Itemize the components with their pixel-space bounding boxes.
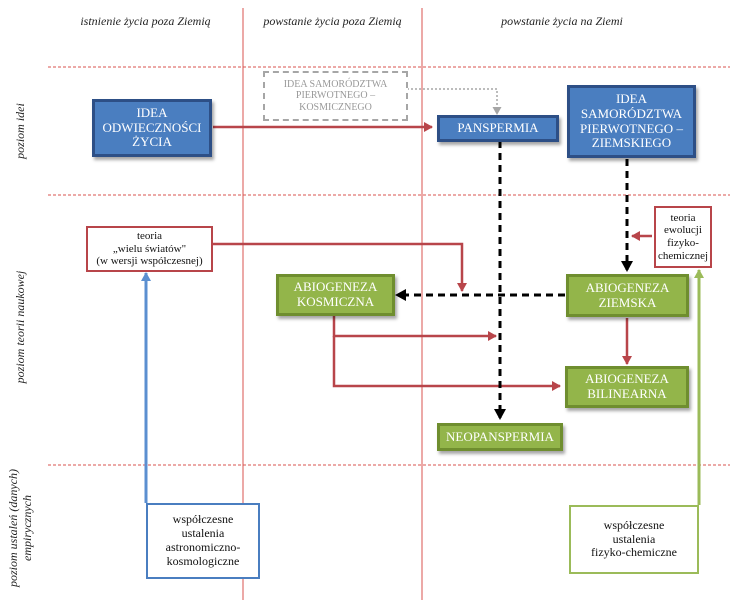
row-label-teorii: poziom teorii naukowej bbox=[13, 270, 27, 384]
arrow-kosmiczna-to-neo bbox=[332, 316, 497, 341]
column-header-2: powstanie życia poza Ziemią bbox=[263, 14, 402, 28]
column-header-1: istnienie życia poza Ziemią bbox=[80, 14, 211, 28]
box-neopanspermia: NEOPANSPERMIA bbox=[437, 423, 563, 451]
connector-ghost-to-panspermia bbox=[407, 88, 502, 115]
box-idea-kosmicznego: IDEA SAMORÓDZTWA PIERWOTNEGO – KOSMICZNE… bbox=[263, 71, 408, 121]
box-panspermia: PANSPERMIA bbox=[437, 115, 559, 142]
row-label-idei: poziom idei bbox=[13, 103, 27, 159]
box-idea-odwiecznosci: IDEA ODWIECZNOŚCI ŻYCIA bbox=[92, 99, 212, 157]
arrow-kosmiczna-to-bilinearna bbox=[332, 336, 561, 391]
box-idea-ziemskiego: IDEA SAMORÓDZTWA PIERWOTNEGO – ZIEMSKIEG… bbox=[567, 85, 696, 158]
box-abiogeneza-kosmiczna: ABIOGENEZA KOSMICZNA bbox=[276, 274, 395, 316]
box-abiogeneza-bilinearna: ABIOGENEZA BILINEARNA bbox=[565, 366, 689, 408]
box-abiogeneza-ziemska: ABIOGENEZA ZIEMSKA bbox=[566, 274, 689, 317]
row-label-ustalen: poziom ustaleń (danych) empirycznych bbox=[6, 469, 34, 587]
box-ustalenia-fizyko-chemiczne: współczesne ustalenia fizyko-chemiczne bbox=[569, 505, 699, 574]
arrow-swiaty-to-kosmiczna bbox=[212, 242, 467, 292]
box-teoria-wielu-swiatow: teoria „wielu światów" (w wersji współcz… bbox=[86, 226, 213, 272]
box-teoria-ewolucji: teoria ewolucji fizyko- chemicznej bbox=[654, 206, 712, 268]
box-ustalenia-astronomiczne: współczesne ustalenia astronomiczno- kos… bbox=[146, 503, 260, 579]
column-header-3: powstanie życia na Ziemi bbox=[501, 14, 623, 28]
